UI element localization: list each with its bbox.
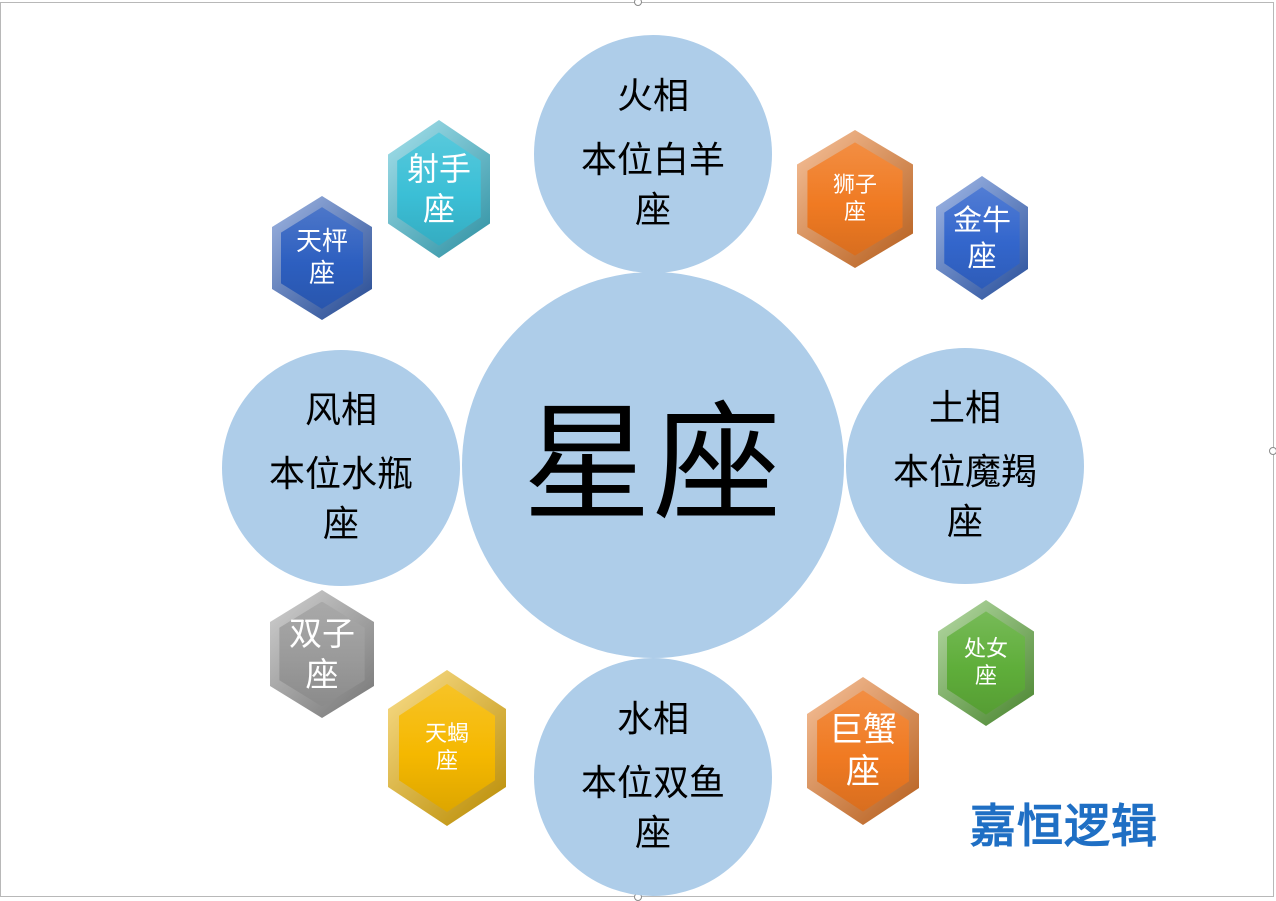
earth-element-suffix: 座 bbox=[946, 502, 983, 543]
gemini-label-1: 双子 bbox=[289, 613, 355, 653]
scorpio-label-2: 座 bbox=[435, 749, 458, 774]
cancer-hexagon: 巨蟹 座 bbox=[807, 677, 919, 825]
virgo-hexagon: 处女 座 bbox=[938, 600, 1034, 726]
earth-element-title: 土相 bbox=[928, 388, 1001, 429]
air-element-suffix: 座 bbox=[322, 504, 359, 545]
sagittarius-label-2: 座 bbox=[422, 190, 455, 228]
resize-handle-top[interactable] bbox=[634, 0, 642, 6]
leo-label-2: 座 bbox=[843, 200, 866, 225]
air-element-sign: 本位水瓶 bbox=[268, 454, 413, 495]
fire-element-sign: 本位白羊 bbox=[580, 140, 725, 181]
water-element-sign: 本位双鱼 bbox=[580, 763, 725, 804]
water-element-suffix: 座 bbox=[634, 813, 671, 854]
fire-element-circle: 火相 本位白羊 座 bbox=[534, 35, 772, 273]
sagittarius-label-1: 射手 bbox=[406, 150, 471, 188]
center-circle: 星座 bbox=[462, 272, 844, 658]
water-element-circle: 水相 本位双鱼 座 bbox=[534, 658, 772, 896]
resize-handle-right[interactable] bbox=[1269, 447, 1276, 455]
leo-label-1: 狮子 bbox=[832, 172, 877, 198]
fire-element-suffix: 座 bbox=[634, 190, 671, 231]
taurus-label-2: 座 bbox=[967, 239, 997, 273]
water-element-title: 水相 bbox=[616, 699, 689, 740]
virgo-label-2: 座 bbox=[974, 664, 997, 689]
earth-element-sign: 本位魔羯 bbox=[892, 452, 1037, 493]
center-label: 星座 bbox=[522, 390, 783, 539]
taurus-label-1: 金牛 bbox=[952, 202, 1011, 237]
sagittarius-hexagon: 射手 座 bbox=[388, 120, 490, 258]
air-element-circle: 风相 本位水瓶 座 bbox=[222, 350, 460, 586]
fire-element-title: 火相 bbox=[616, 76, 689, 117]
brand-watermark: 嘉恒逻辑 bbox=[970, 799, 1158, 853]
cancer-label-1: 巨蟹 bbox=[829, 709, 897, 750]
gemini-label-2: 座 bbox=[305, 655, 339, 694]
virgo-label-1: 处女 bbox=[963, 636, 1008, 662]
libra-hexagon: 天枰 座 bbox=[272, 196, 372, 320]
air-element-title: 风相 bbox=[304, 390, 377, 431]
libra-label-1: 天枰 bbox=[295, 226, 348, 257]
cancer-label-2: 座 bbox=[846, 752, 880, 792]
earth-element-circle: 土相 本位魔羯 座 bbox=[846, 348, 1084, 584]
libra-label-2: 座 bbox=[308, 259, 335, 289]
scorpio-label-1: 天蝎 bbox=[424, 721, 469, 747]
